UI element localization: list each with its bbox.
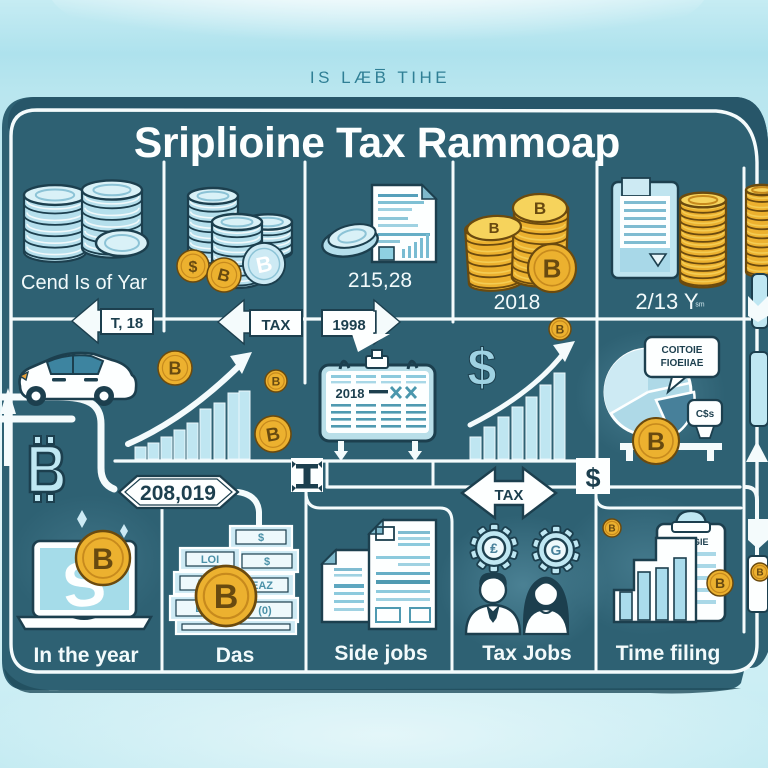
svg-text:$: $ xyxy=(585,463,600,493)
svg-text:215,28: 215,28 xyxy=(348,269,412,292)
svg-text:Tax Jobs: Tax Jobs xyxy=(482,642,571,665)
svg-text:C$ѕ: C$ѕ xyxy=(696,409,715,420)
svg-text:Cend Is of Yar: Cend Is of Yar xyxy=(21,272,147,294)
svg-text:B: B xyxy=(489,220,500,237)
svg-text:B: B xyxy=(265,424,282,447)
svg-text:(0): (0) xyxy=(258,605,272,617)
svg-text:LOI: LOI xyxy=(201,554,219,566)
svg-text:$: $ xyxy=(189,259,198,276)
svg-text:B: B xyxy=(254,251,275,279)
svg-text:In the year: In the year xyxy=(33,644,138,667)
svg-text:B: B xyxy=(272,374,281,388)
svg-text:IS LÆB̅ TIHE: IS LÆB̅ TIHE xyxy=(310,68,450,87)
svg-text:B: B xyxy=(215,265,232,287)
svg-text:G: G xyxy=(551,542,562,558)
svg-text:TAX: TAX xyxy=(495,487,524,504)
svg-text:B: B xyxy=(556,322,565,336)
svg-text:B: B xyxy=(92,543,114,576)
svg-text:2/13 Y: 2/13 Y xyxy=(635,289,699,314)
svg-text:Side jobs: Side jobs xyxy=(334,642,427,665)
svg-text:COІTOІE: COІTOІE xyxy=(662,345,703,356)
svg-text:208,019: 208,019 xyxy=(140,482,216,505)
svg-text:FІOEІІAE: FІOEІІAE xyxy=(661,358,704,369)
svg-text:Das: Das xyxy=(216,644,255,667)
svg-text:B: B xyxy=(543,253,562,283)
svg-text:$: $ xyxy=(258,532,264,544)
svg-text:₤: ₤ xyxy=(490,540,498,556)
svg-text:EAZ: EAZ xyxy=(251,580,273,592)
svg-text:T, 18: T, 18 xyxy=(111,315,144,332)
svg-text:2018: 2018 xyxy=(336,386,365,401)
svg-text:B: B xyxy=(214,578,239,616)
svg-text:1998: 1998 xyxy=(332,317,365,334)
svg-text:B: B xyxy=(715,575,725,591)
svg-text:B: B xyxy=(534,199,546,218)
svg-text:$: $ xyxy=(468,339,497,397)
svg-text:ˢᵐ: ˢᵐ xyxy=(695,301,704,312)
svg-text:$: $ xyxy=(264,556,270,568)
svg-text:TAX: TAX xyxy=(262,317,291,334)
svg-text:B: B xyxy=(756,568,763,579)
svg-text:Sriplioine Tax Rammoap: Sriplioine Tax Rammoap xyxy=(134,120,620,167)
svg-text:B: B xyxy=(608,524,615,535)
svg-text:B: B xyxy=(647,428,665,456)
svg-text:B: B xyxy=(169,358,182,378)
svg-text:Time filing: Time filing xyxy=(616,642,721,665)
svg-text:2018: 2018 xyxy=(494,291,541,314)
